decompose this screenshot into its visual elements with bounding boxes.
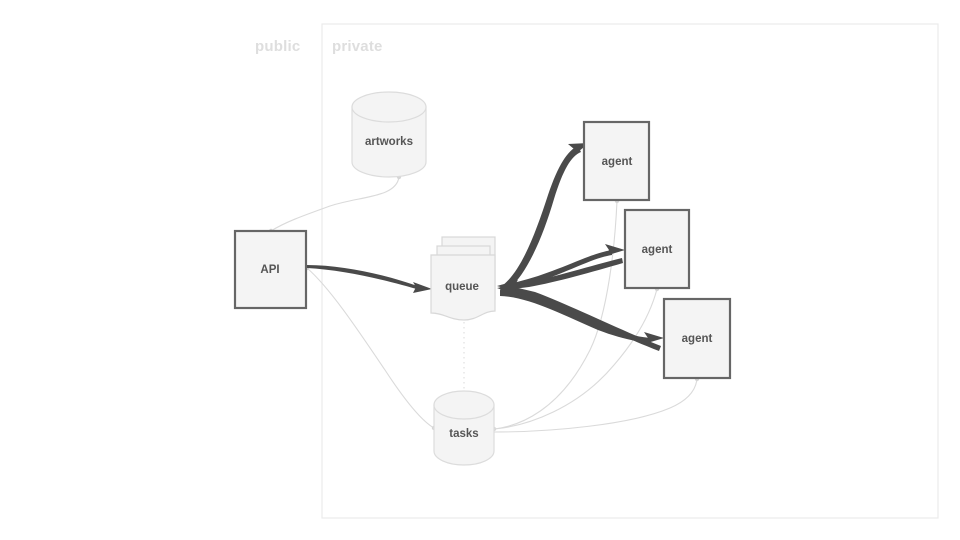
- node-api[interactable]: API: [233, 229, 308, 310]
- edge-tasks-agent2-path: [493, 288, 658, 430]
- edge-api-queue-body: [307, 265, 420, 290]
- agent3-label: agent: [682, 333, 713, 345]
- edge-api-to-queue: [307, 265, 432, 293]
- agent3-box: [662, 297, 732, 380]
- tasks-label: tasks: [449, 428, 478, 440]
- edge-queue-to-agent3: [500, 290, 664, 344]
- api-label: API: [260, 264, 279, 276]
- zone-label-public: public: [255, 38, 300, 55]
- queue-label: queue: [445, 281, 479, 293]
- artworks-label: artworks: [365, 136, 413, 148]
- edge-tasks-to-agent2: [493, 286, 660, 430]
- node-artworks[interactable]: artworks: [351, 91, 427, 178]
- zone-public: public: [255, 38, 300, 55]
- edge-artworks-to-api: [268, 174, 402, 234]
- zone-label-private: private: [332, 38, 383, 55]
- edge-agent2-queue-body: [513, 258, 623, 289]
- tasks-cylinder-body: [433, 404, 495, 466]
- node-tasks[interactable]: tasks: [433, 390, 495, 466]
- node-agent2[interactable]: agent: [623, 208, 691, 290]
- edge-queue-agent2-body: [501, 250, 612, 291]
- edge-agent3-queue-arrowhead: [497, 284, 519, 296]
- artworks-cylinder-body: [351, 106, 427, 178]
- tasks-cylinder-top: [433, 390, 495, 420]
- edge-queue-agent3-body: [500, 290, 651, 343]
- edge-tasks-agent3-path: [493, 378, 698, 433]
- edge-tasks-to-agent1: [491, 198, 620, 432]
- agent1-box: [582, 120, 651, 202]
- zone-private: private: [321, 23, 939, 519]
- agent1-label: agent: [602, 156, 633, 168]
- edge-agent3-to-queue: [497, 284, 661, 351]
- edge-api-tasks-path: [306, 267, 435, 429]
- api-box: [233, 229, 308, 310]
- node-agent1[interactable]: agent: [582, 120, 651, 202]
- edge-tasks-to-agent3: [493, 376, 700, 433]
- queue-sheet-front: [430, 254, 496, 321]
- agent2-box: [623, 208, 691, 290]
- edge-queue-agent2-arrowhead: [605, 244, 625, 256]
- edge-api-queue-arrowhead: [413, 282, 432, 293]
- edge-artworks-api-path: [270, 176, 400, 232]
- node-agent3[interactable]: agent: [662, 297, 732, 380]
- edge-agent3-queue-body: [513, 287, 661, 351]
- edge-queue-to-agent2: [501, 244, 625, 291]
- artworks-cylinder-top: [351, 91, 427, 123]
- edge-queue-agent3-arrowhead: [644, 332, 664, 344]
- agent2-label: agent: [642, 244, 673, 256]
- edge-queue-agent1-body: [499, 146, 581, 293]
- edge-tasks-agent1-path: [493, 200, 618, 430]
- zone-private-boundary: [321, 23, 939, 519]
- node-queue[interactable]: queue: [430, 236, 496, 321]
